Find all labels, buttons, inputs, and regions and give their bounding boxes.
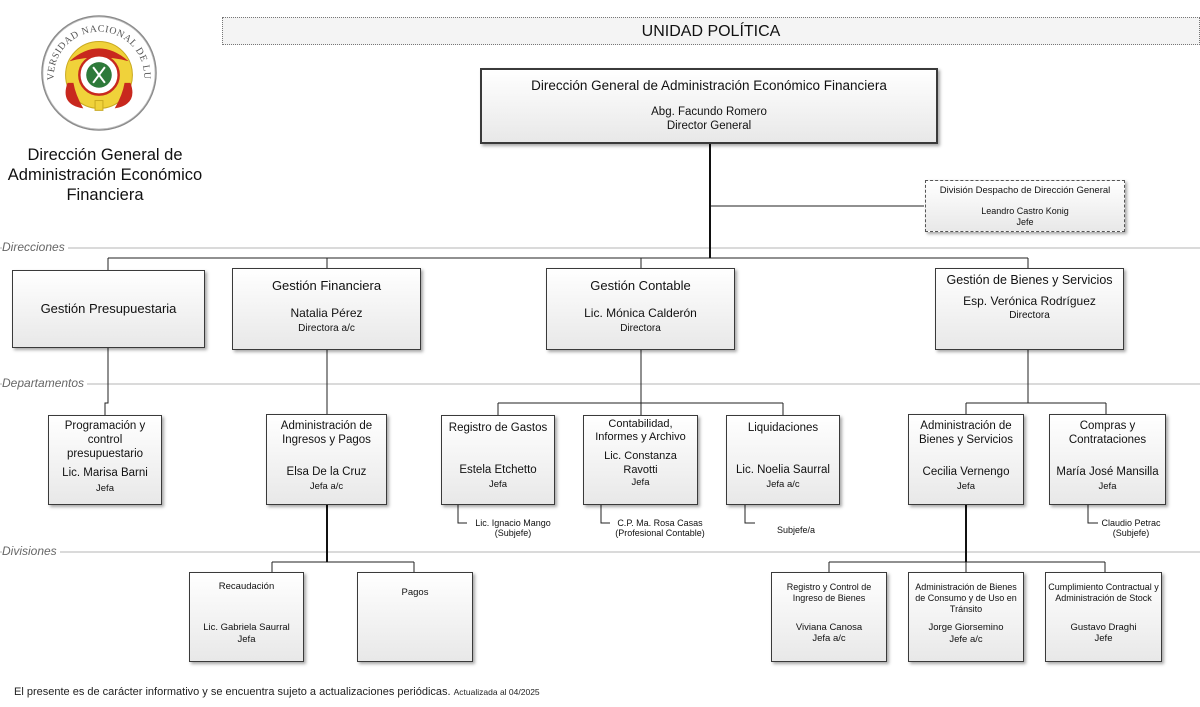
director-general-box: Dirección General de Administración Econ… [480,68,938,144]
footer-text: El presente es de carácter informativo y… [14,686,451,698]
dept-contabilidad-name: Lic. Constanza Ravotti [604,450,677,476]
div-consumo-name: Jorge Giorsemino [928,622,1004,634]
connector-divisiones-bienes [828,561,1106,572]
div-recaudacion-name: Lic. Gabriela Saurral [203,622,290,634]
direccion-bienes-box: Gestión de Bienes y Servicios Esp. Verón… [935,268,1124,350]
div-consumo-box: Administración de Bienes de Consumo y de… [908,572,1024,662]
dept-contabilidad-title: Contabilidad, Informes y Archivo [595,418,686,444]
div-recaudacion-title: Recaudación [218,581,275,592]
dept-programacion-role: Jefa [96,483,114,495]
footer-updated: Actualizada al 04/2025 [453,687,540,697]
dept-admin-bienes-role: Jefa [957,481,975,493]
despacho-title: División Despacho de Dirección General [939,185,1111,196]
assistant-liquidaciones: Subjefe/a [776,525,816,535]
direccion-bienes-role: Directora [1009,310,1050,322]
connector-divisiones-fin [271,561,415,572]
direccion-financiera-title: Gestión Financiera [271,278,382,293]
direccion-financiera-role: Directora a/c [298,322,355,334]
level-label-divisiones: Divisiones [2,544,60,558]
div-registro-bienes-role: Jefa a/c [812,632,846,644]
level-label-direcciones: Direcciones [2,240,68,254]
div-cumplimiento-box: Cumplimiento Contractual y Administració… [1045,572,1162,662]
div-cumplimiento-role: Jefe [1094,632,1113,644]
dept-gastos-role: Jefa [489,478,507,490]
connector-assistant-compras [1087,505,1098,524]
assistant-compras: Claudio Petrac (Subjefe) [1101,518,1161,539]
dept-gastos-box: Registro de Gastos Estela Etchetto Jefa [441,415,555,505]
dept-contabilidad-box: Contabilidad, Informes y Archivo Lic. Co… [583,415,698,505]
footer-note: El presente es de carácter informativo y… [14,686,540,698]
dept-ingresos-title: Administración de Ingresos y Pagos [280,420,373,446]
div-consumo-role: Jefe a/c [949,633,983,645]
director-general-title: Dirección General de Administración Econ… [531,78,887,93]
dept-admin-bienes-title: Administración de Bienes y Servicios [919,420,1013,446]
despacho-name: Leandro Castro Konig [981,206,1069,217]
div-pagos-box: Pagos [357,572,473,662]
connector-assistant-liquidaciones [744,505,755,524]
dept-admin-bienes-box: Administración de Bienes y Servicios Cec… [908,414,1024,505]
connector-programacion [104,348,109,415]
direccion-contable-box: Gestión Contable Lic. Mónica Calderón Di… [546,268,735,350]
dept-programacion-title: Programación y control presupuestario [64,420,146,460]
dept-liquidaciones-name: Lic. Noelia Saurral [736,463,830,476]
div-cumplimiento-name: Gustavo Draghi [1070,621,1137,633]
div-consumo-title: Administración de Bienes de Consumo y de… [915,582,1017,614]
direccion-financiera-name: Natalia Pérez [290,305,363,320]
dept-compras-name: María José Mansilla [1056,465,1159,478]
div-cumplimiento-title: Cumplimiento Contractual y Administració… [1048,582,1159,603]
connector-assistant-gastos [457,505,467,524]
assistant-gastos: Lic. Ignacio Mango (Subjefe) [475,518,551,539]
org-title: Dirección General de Administración Econ… [7,146,203,204]
direccion-financiera-box: Gestión Financiera Natalia Pérez Directo… [232,268,421,350]
dept-liquidaciones-title: Liquidaciones [747,422,819,434]
connector-bienes-bus [965,350,1107,414]
dept-programacion-box: Programación y control presupuestario Li… [48,415,162,505]
dept-contabilidad-role: Jefa [631,476,650,488]
div-recaudacion-box: Recaudación Lic. Gabriela Saurral Jefa [189,572,304,662]
dept-ingresos-role: Jefa a/c [309,481,344,493]
div-pagos-title: Pagos [401,587,429,598]
director-general-name: Abg. Facundo Romero [651,106,767,119]
university-seal-logo: UNIVERSIDAD NACIONAL DE LUJÁN [40,14,157,131]
direccion-contable-name: Lic. Mónica Calderón [584,305,697,320]
div-registro-bienes-box: Registro y Control de Ingreso de Bienes … [771,572,887,662]
direccion-presupuestaria-box: Gestión Presupuestaria [12,270,205,348]
dept-liquidaciones-box: Liquidaciones Lic. Noelia Saurral Jefa a… [726,415,840,505]
dept-compras-role: Jefa [1098,481,1117,493]
dept-gastos-title: Registro de Gastos [448,422,548,434]
direccion-presupuestaria-title: Gestión Presupuestaria [40,301,177,317]
dept-programacion-name: Lic. Marisa Barni [62,467,148,480]
director-general-role: Director General [666,119,752,132]
div-recaudacion-role: Jefa [237,633,256,645]
direccion-bienes-title: Gestión de Bienes y Servicios [946,273,1113,287]
connector-assistant-contabilidad [600,505,610,524]
level-label-departamentos: Departamentos [2,376,88,390]
despacho-box: División Despacho de Dirección General L… [925,180,1125,232]
despacho-role: Jefe [1016,217,1034,228]
dept-compras-box: Compras y Contrataciones María José Mans… [1049,414,1166,505]
unidad-politica-box: UNIDAD POLÍTICA [222,17,1200,45]
direccion-bienes-name: Esp. Verónica Rodríguez [963,294,1096,308]
dept-gastos-name: Estela Etchetto [459,463,537,476]
dept-compras-title: Compras y Contrataciones [1068,420,1147,446]
div-registro-bienes-name: Viviana Canosa [795,621,863,633]
connector-contable-bus [497,350,784,415]
direccion-contable-title: Gestión Contable [590,278,691,293]
dept-admin-bienes-name: Cecilia Vernengo [922,465,1010,478]
div-registro-bienes-title: Registro y Control de Ingreso de Bienes [786,582,872,603]
dept-ingresos-name: Elsa De la Cruz [286,465,367,478]
direccion-contable-role: Directora [620,322,661,334]
dept-liquidaciones-role: Jefa a/c [766,478,800,490]
dept-ingresos-box: Administración de Ingresos y Pagos Elsa … [266,414,387,505]
assistant-contabilidad: C.P. Ma. Rosa Casas (Profesional Contabl… [615,518,705,539]
